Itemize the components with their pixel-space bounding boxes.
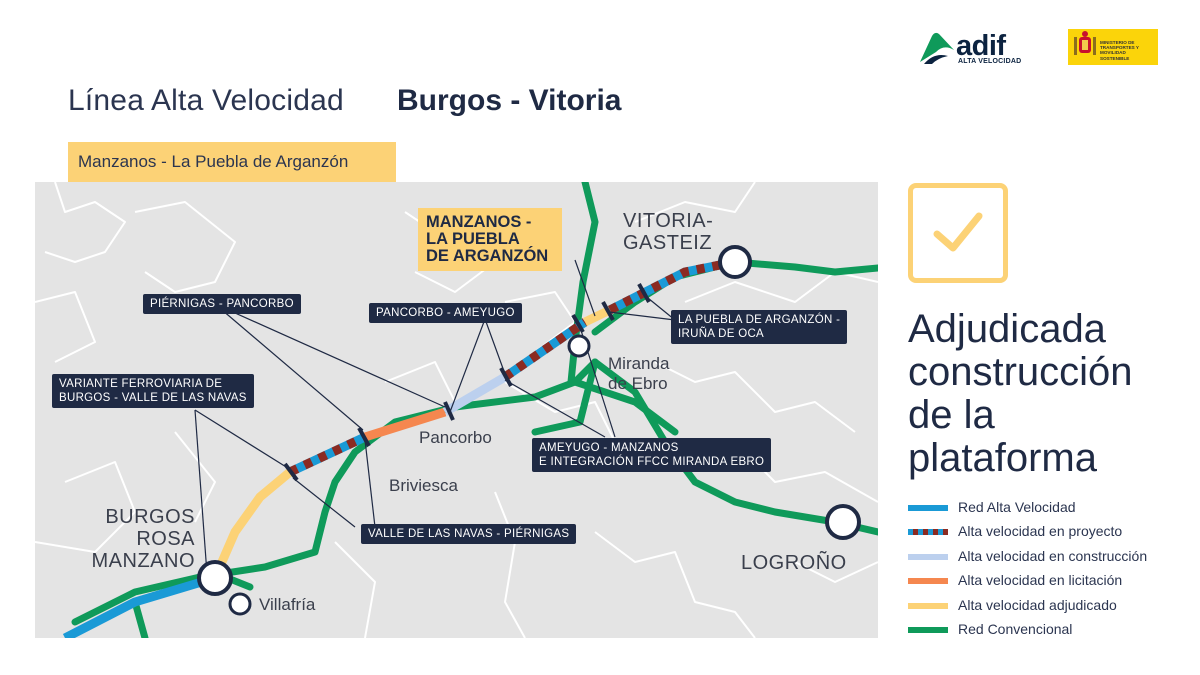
stations [197, 245, 861, 616]
city-burgos-line-1: BURGOS [105, 506, 195, 528]
legend-swatch [908, 553, 948, 560]
legend-label: Alta velocidad en construcción [958, 547, 1148, 564]
label-valle-piernigas: VALLE DE LAS NAVAS - PIÉRNIGAS [361, 524, 577, 544]
status-line-2: construcción [908, 350, 1133, 394]
label-ameyugo-line-2: E INTEGRACIÓN FFCC MIRANDA EBRO [539, 456, 765, 468]
label-puebla-line-1: LA PUEBLA DE ARGANZÓN - [678, 314, 841, 326]
status-text: Adjudicada construcción de la plataforma [908, 308, 1198, 480]
checkmark-icon [933, 212, 983, 252]
label-piernigas-pancorbo: PIÉRNIGAS - PANCORBO [143, 294, 301, 314]
status-line-1: Adjudicada [908, 307, 1106, 351]
label-puebla-iruna: LA PUEBLA DE ARGANZÓN - IRUÑA DE OCA [671, 310, 848, 344]
city-briviesca: Briviesca [389, 476, 458, 495]
legend-label: Alta velocidad adjudicado [958, 596, 1117, 613]
status-check-box [908, 183, 1008, 283]
legend-label: Red Alta Velocidad [958, 499, 1076, 515]
adif-subtitle: ALTA VELOCIDAD [958, 58, 1022, 65]
label-ameyugo-line-1: AMEYUGO - MANZANOS [539, 442, 679, 454]
label-pancorbo-ameyugo: PANCORBO - AMEYUGO [369, 303, 522, 323]
city-vitoria-line-1: VITORIA- [623, 210, 714, 232]
city-villafria: Villafría [259, 595, 316, 614]
label-variante-ferroviaria: VARIANTE FERROVIARIA DE BURGOS - VALLE D… [52, 374, 254, 408]
title-line-name: Línea Alta Velocidad [68, 84, 344, 117]
coat-of-arms-icon [1074, 31, 1096, 55]
highlight-line-1: MANZANOS - [426, 213, 532, 231]
highlight-segment-tag: MANZANOS - LA PUEBLA DE ARGANZÓN [418, 208, 562, 271]
city-burgos: BURGOS ROSA MANZANO [85, 506, 195, 572]
city-burgos-line-2: ROSA [136, 528, 195, 550]
label-variante-line-2: BURGOS - VALLE DE LAS NAVAS [59, 392, 247, 404]
ministry-logo: MINISTERIO DE TRANSPORTES Y MOVILIDAD SO… [1068, 29, 1158, 65]
legend-swatch [908, 578, 948, 585]
highlight-line-2: LA PUEBLA [426, 230, 520, 248]
city-vitoria-line-2: GASTEIZ [623, 232, 713, 254]
label-ameyugo-manzanos: AMEYUGO - MANZANOS E INTEGRACIÓN FFCC MI… [532, 438, 772, 472]
highlight-line-3: DE ARGANZÓN [426, 247, 549, 265]
status-line-3: de la [908, 393, 995, 437]
map-canvas [35, 182, 878, 638]
adif-swoosh-icon [920, 32, 954, 64]
legend-swatch [908, 602, 948, 609]
title-route: Burgos - Vitoria [397, 84, 622, 117]
ministry-text: MINISTERIO DE TRANSPORTES Y MOVILIDAD SO… [1100, 40, 1139, 61]
adif-wordmark: adif [956, 30, 1006, 62]
adif-logo: adif ALTA VELOCIDAD [918, 30, 1030, 70]
status-line-4: plataforma [908, 436, 1097, 480]
label-variante-line-1: VARIANTE FERROVIARIA DE [59, 378, 223, 390]
label-puebla-line-2: IRUÑA DE OCA [678, 328, 765, 340]
city-miranda: Miranda de Ebro [608, 354, 669, 394]
legend-swatch [908, 529, 948, 536]
city-logrono: LOGROÑO [741, 552, 847, 574]
city-miranda-line-2: de Ebro [608, 374, 668, 393]
legend-label: Alta velocidad en proyecto [958, 523, 1123, 540]
segment-tag: Manzanos - La Puebla de Arganzón [68, 142, 396, 182]
city-miranda-line-1: Miranda [608, 354, 670, 373]
city-vitoria: VITORIA- GASTEIZ [623, 210, 713, 254]
high-speed-line [62, 257, 736, 638]
city-burgos-line-3: MANZANO [91, 550, 195, 572]
city-pancorbo: Pancorbo [419, 428, 492, 447]
route-map: MANZANOS - LA PUEBLA DE ARGANZÓN VITORIA… [35, 182, 878, 638]
legend-swatch [908, 626, 948, 633]
legend-swatch [908, 505, 948, 511]
leader-lines [194, 259, 676, 575]
legend-label: Alta velocidad en licitación [958, 572, 1123, 589]
legend-label: Red Convencional [958, 620, 1073, 637]
